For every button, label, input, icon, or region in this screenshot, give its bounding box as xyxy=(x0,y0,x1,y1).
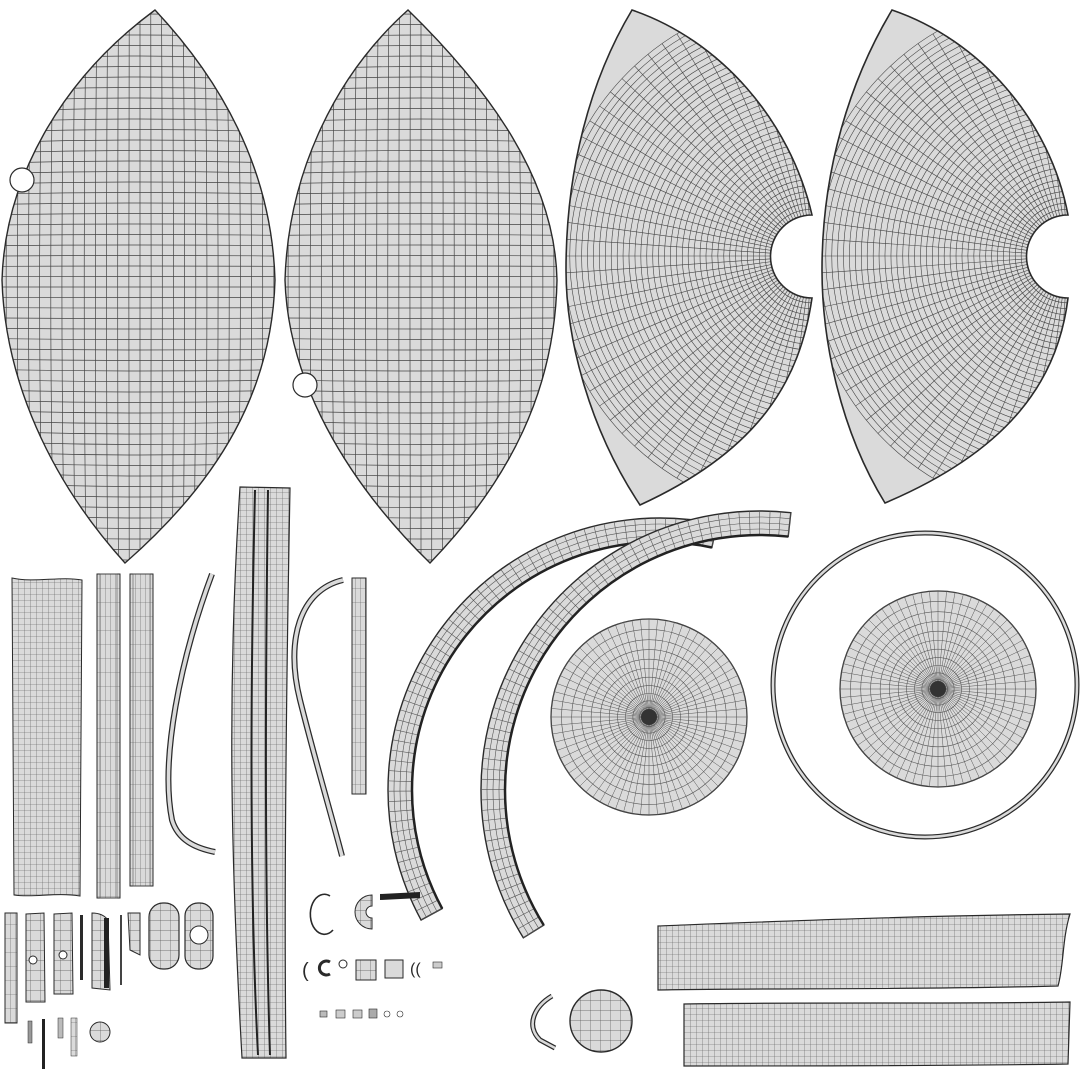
fabric-strip-left xyxy=(11,577,83,897)
cap-disc-1 xyxy=(550,618,748,816)
svg-text:(: ( xyxy=(302,960,309,982)
band-strip-2 xyxy=(683,1001,1071,1067)
shaft-strip xyxy=(231,486,291,1059)
sphere-piece xyxy=(569,989,633,1053)
rib-curve-1 xyxy=(165,572,216,855)
umbrella-panel-3 xyxy=(565,9,814,507)
small-parts-cluster: ( (( xyxy=(4,892,557,1069)
svg-text:((: (( xyxy=(410,961,421,978)
cap-disc-2 xyxy=(839,590,1037,788)
rib-strip-3 xyxy=(351,577,367,795)
umbrella-panel-4 xyxy=(821,9,1069,505)
arc-strip-2 xyxy=(480,510,792,939)
rib-strip-2 xyxy=(129,573,154,887)
rib-strip-1 xyxy=(96,573,121,899)
umbrella-panel-1 xyxy=(1,9,276,564)
rib-curve-2 xyxy=(291,577,345,857)
band-strip-1 xyxy=(657,913,1071,991)
umbrella-panel-2 xyxy=(284,9,558,564)
rim-ring xyxy=(770,530,1080,840)
